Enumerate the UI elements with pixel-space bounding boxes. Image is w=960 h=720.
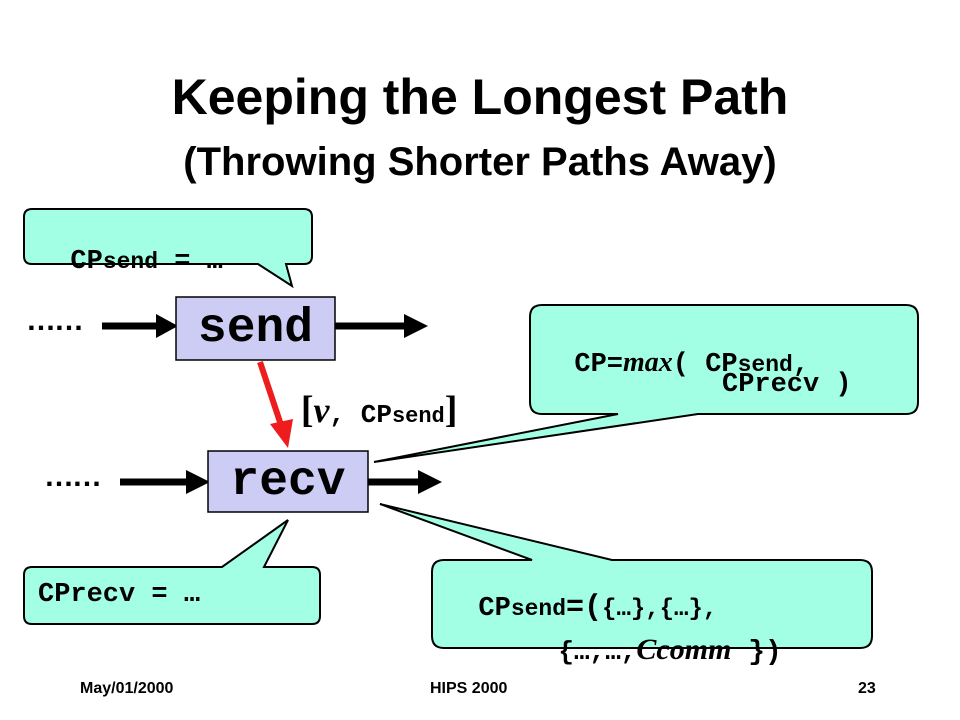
tuple-eq: =( bbox=[566, 591, 603, 625]
callout-cp-max-cp: CP= bbox=[574, 350, 624, 380]
callout-cp-send-tuple-line1: CPsend=({…},{…}, bbox=[446, 566, 717, 623]
message-label-close: ] bbox=[444, 389, 458, 431]
callout-cp-send-suffix: = … bbox=[158, 247, 223, 277]
callout-cp-max-arg: ( CP bbox=[672, 350, 738, 380]
message-label-cp: , CP bbox=[329, 400, 392, 430]
message-label: [v, CPsend] bbox=[292, 375, 458, 431]
tuple-cp: CP bbox=[478, 594, 511, 624]
message-label-var: v bbox=[313, 390, 330, 430]
slide-subtitle: (Throwing Shorter Paths Away) bbox=[183, 140, 777, 184]
tuple-ccomm: Ccomm bbox=[636, 633, 732, 666]
tuple-sub: send bbox=[510, 596, 567, 622]
message-label-open: [ bbox=[300, 389, 314, 431]
recv-incoming-arrowhead bbox=[186, 470, 210, 494]
callout-cp-send-tuple-bubble bbox=[379, 503, 873, 649]
message-label-sub: send bbox=[391, 404, 445, 429]
callout-cp-max-line2: CPrecv ) bbox=[722, 370, 852, 400]
footer-event: HIPS 2000 bbox=[430, 680, 508, 697]
callout-cp-send-bubble bbox=[23, 208, 313, 289]
recv-outgoing-arrowhead bbox=[418, 470, 442, 494]
recv-incoming-dots: …… bbox=[44, 460, 102, 493]
callout-cp-max-bubble bbox=[373, 304, 919, 463]
message-arrowhead bbox=[270, 419, 293, 448]
tuple-sets: {…},{…}, bbox=[602, 596, 718, 623]
callout-cp-max-comma: , bbox=[792, 350, 810, 380]
send-incoming-arrowhead bbox=[156, 314, 178, 338]
callout-cp-send-prefix: CP bbox=[70, 247, 103, 277]
callout-cp-max-fn: max bbox=[623, 347, 673, 378]
recv-node-label: recv bbox=[230, 454, 346, 509]
send-node bbox=[175, 296, 336, 361]
callout-cp-send-tuple-line2: {…,…,Ccomm }) bbox=[526, 608, 782, 668]
callout-cp-send-sub: send bbox=[102, 249, 159, 275]
recv-node bbox=[207, 450, 369, 513]
tuple-inner: {…,…, bbox=[558, 637, 637, 667]
callout-cp-recv-bubble bbox=[23, 519, 321, 625]
footer-page-number: 23 bbox=[858, 680, 876, 697]
message-arrow-shaft bbox=[257, 361, 285, 429]
callout-cp-max-line1: CP=max( CPsend, bbox=[542, 322, 809, 379]
tuple-close: }) bbox=[731, 637, 782, 668]
send-node-label: send bbox=[197, 301, 314, 356]
footer-date: May/01/2000 bbox=[80, 680, 174, 697]
slide-title: Keeping the Longest Path bbox=[171, 69, 789, 125]
send-incoming-dots: …… bbox=[26, 304, 84, 337]
send-outgoing-arrowhead bbox=[404, 314, 428, 338]
callout-cp-send-text: CPsend = … bbox=[38, 222, 223, 277]
callout-cp-recv-text: CPrecv = … bbox=[38, 580, 201, 610]
callout-cp-max-sub: send bbox=[737, 352, 793, 378]
